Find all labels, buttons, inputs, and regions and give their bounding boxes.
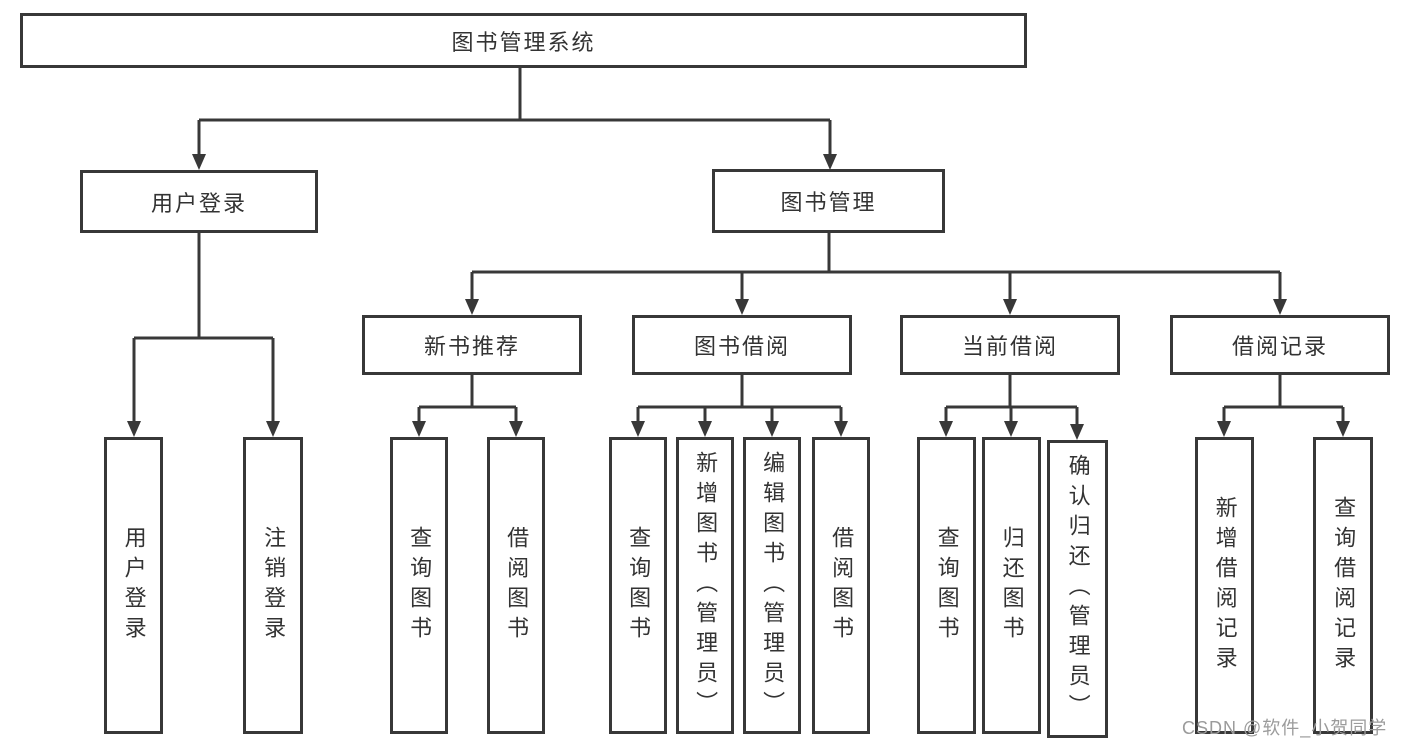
arrow-down-icon bbox=[939, 421, 953, 437]
arrow-down-icon bbox=[509, 421, 523, 437]
node-current-borrowing: 当前借阅 bbox=[900, 315, 1120, 375]
leaf-add-borrow-record: 新增借阅记录 bbox=[1195, 437, 1254, 734]
leaf-add-book-admin: 新增图书（管理员） bbox=[676, 437, 734, 734]
node-label: 图书借阅 bbox=[693, 334, 790, 359]
node-label: 查询图书 bbox=[626, 525, 652, 646]
leaf-query-book: 查询图书 bbox=[609, 437, 667, 734]
node-label: 查询图书 bbox=[934, 525, 960, 646]
node-label: 借阅图书 bbox=[829, 525, 855, 646]
node-label: 查询图书 bbox=[407, 525, 433, 646]
arrow-down-icon bbox=[1336, 421, 1350, 437]
node-new-book-recommendation: 新书推荐 bbox=[362, 315, 582, 375]
arrow-down-icon bbox=[192, 154, 206, 170]
csdn-watermark: CSDN @软件_小贺同学 bbox=[1182, 718, 1388, 738]
node-book-management: 图书管理 bbox=[712, 169, 945, 233]
arrow-down-icon bbox=[1003, 299, 1017, 315]
node-label: 借阅记录 bbox=[1231, 334, 1328, 359]
node-label: 图书管理 bbox=[780, 190, 877, 215]
arrow-down-icon bbox=[465, 299, 479, 315]
node-label: 新书推荐 bbox=[423, 334, 520, 359]
arrow-down-icon bbox=[1273, 299, 1287, 315]
node-book-borrowing: 图书借阅 bbox=[632, 315, 852, 375]
node-label: 编辑图书（管理员） bbox=[760, 450, 786, 721]
leaf-query-book: 查询图书 bbox=[390, 437, 448, 734]
arrow-down-icon bbox=[266, 421, 280, 437]
arrow-down-icon bbox=[823, 154, 837, 170]
arrow-down-icon bbox=[1004, 421, 1018, 437]
arrow-down-icon bbox=[1217, 421, 1231, 437]
connector-newbook-to-leaves bbox=[412, 375, 523, 437]
connector-current-to-leaves bbox=[939, 375, 1084, 440]
node-library-management-system: 图书管理系统 bbox=[20, 13, 1027, 68]
leaf-borrow-book: 借阅图书 bbox=[812, 437, 870, 734]
node-label: 借阅图书 bbox=[504, 525, 530, 646]
arrow-down-icon bbox=[1070, 424, 1084, 440]
arrow-down-icon bbox=[765, 421, 779, 437]
node-borrowing-records: 借阅记录 bbox=[1170, 315, 1390, 375]
leaf-query-borrow-record: 查询借阅记录 bbox=[1313, 437, 1373, 734]
leaf-edit-book-admin: 编辑图书（管理员） bbox=[743, 437, 801, 734]
leaf-borrow-book: 借阅图书 bbox=[487, 437, 545, 734]
arrow-down-icon bbox=[735, 299, 749, 315]
leaf-logout: 注销登录 bbox=[243, 437, 303, 734]
leaf-confirm-return-admin: 确认归还（管理员） bbox=[1047, 440, 1108, 738]
node-label: 查询借阅记录 bbox=[1331, 495, 1357, 676]
node-label: 注销登录 bbox=[261, 525, 287, 646]
node-label: 用户登录 bbox=[121, 525, 147, 646]
connector-login-to-leaves bbox=[127, 233, 280, 437]
node-label: 用户登录 bbox=[150, 190, 247, 216]
connector-records-to-leaves bbox=[1217, 375, 1350, 437]
arrow-down-icon bbox=[412, 421, 426, 437]
arrow-down-icon bbox=[834, 421, 848, 437]
connector-root-to-level2 bbox=[192, 68, 837, 170]
connector-borrow-to-leaves bbox=[631, 375, 848, 437]
leaf-return-book: 归还图书 bbox=[982, 437, 1041, 734]
node-user-login: 用户登录 bbox=[80, 170, 318, 233]
arrow-down-icon bbox=[631, 421, 645, 437]
node-label: 新增借阅记录 bbox=[1212, 495, 1238, 676]
node-label: 新增图书（管理员） bbox=[693, 450, 719, 721]
node-label: 确认归还（管理员） bbox=[1065, 454, 1091, 724]
arrow-down-icon bbox=[127, 421, 141, 437]
node-label: 图书管理系统 bbox=[451, 29, 596, 55]
leaf-query-book: 查询图书 bbox=[917, 437, 976, 734]
node-label: 当前借阅 bbox=[961, 334, 1058, 359]
leaf-user-login: 用户登录 bbox=[104, 437, 163, 734]
arrow-down-icon bbox=[698, 421, 712, 437]
connector-manage-to-level3 bbox=[465, 233, 1287, 315]
node-label: 归还图书 bbox=[999, 525, 1025, 646]
